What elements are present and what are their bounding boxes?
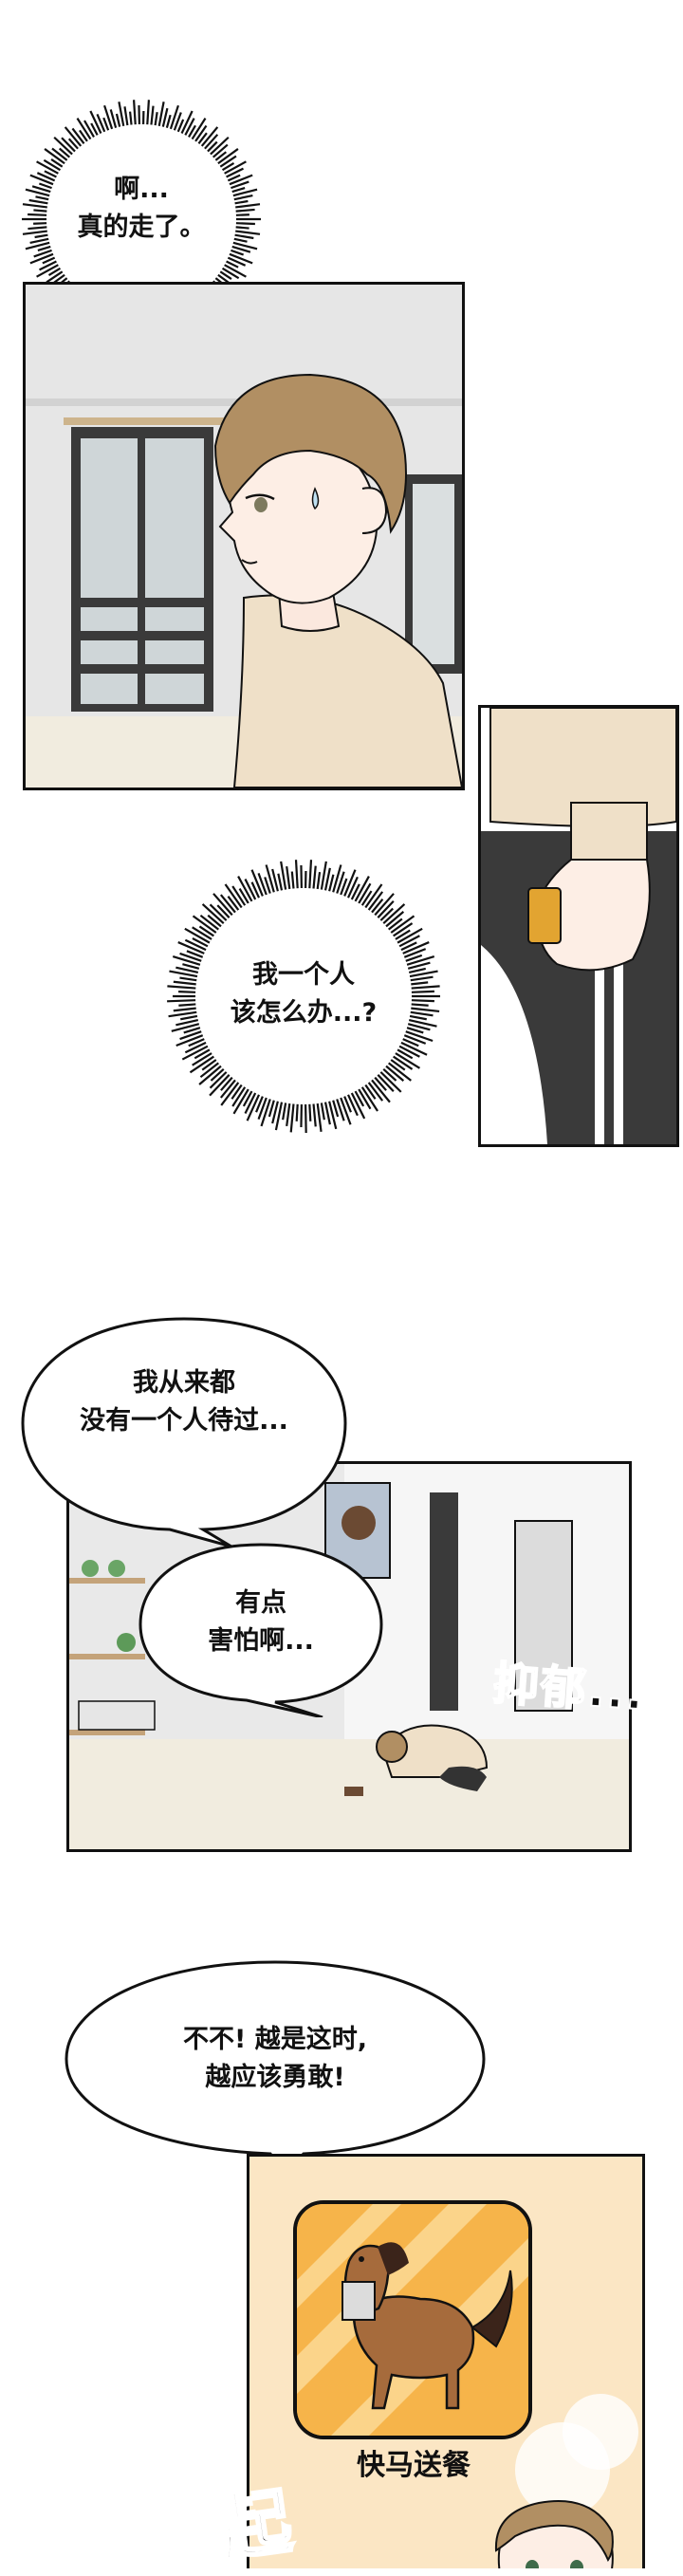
sfx-depressed-label: 抑郁... <box>491 1645 648 1722</box>
spike-line <box>329 875 333 891</box>
hand-phone-illustration <box>481 708 676 1144</box>
spike-line <box>305 1104 306 1133</box>
spike-line <box>286 1103 289 1126</box>
speech-bubble-2: 有点 害怕啊... <box>133 1537 389 1717</box>
spike-line <box>262 1099 270 1126</box>
thought-text-1: 啊... 真的走了。 <box>17 171 266 247</box>
spike-line <box>286 866 289 889</box>
spike-line <box>130 112 131 125</box>
speech-text-3: 不不! 越是这时, 越应该勇敢! <box>57 2021 493 2097</box>
spike-line <box>211 1069 223 1081</box>
spike-line <box>185 940 206 950</box>
spike-line <box>44 160 60 170</box>
spike-line <box>297 1104 298 1121</box>
panel-delivery-app: 快马送餐 <box>247 2154 645 2568</box>
spike-line <box>217 905 229 917</box>
spike-line <box>365 1084 375 1099</box>
thought-text-2: 我一个人 该怎么办...? <box>161 956 446 1032</box>
spike-line <box>147 100 149 124</box>
spike-line <box>134 100 136 124</box>
panel-man-profile <box>23 282 465 790</box>
horse-icon <box>297 2204 528 2436</box>
speech-bubble-1: 我从来都 没有一个人待过... <box>13 1309 355 1547</box>
thought-bubble-2: 我一个人 该怎么办...? <box>161 854 446 1139</box>
speech-text-2: 有点 害怕啊... <box>133 1585 389 1660</box>
spike-line <box>208 916 221 927</box>
spike-line <box>231 1084 241 1099</box>
spike-line <box>296 860 298 888</box>
spike-line <box>380 909 393 921</box>
delivery-app-icon[interactable] <box>293 2200 532 2439</box>
spike-line <box>389 919 402 930</box>
spike-line <box>84 120 94 137</box>
spike-line <box>278 874 282 891</box>
spike-line <box>185 1043 206 1052</box>
app-icon-caption: 快马送餐 <box>305 2441 523 2483</box>
spike-line <box>163 108 168 126</box>
spike-line <box>309 860 311 888</box>
speech-bubble-3: 不不! 越是这时, 越应该勇敢! <box>57 1955 493 2173</box>
spike-line <box>318 872 320 889</box>
panel-hand-phone <box>478 705 679 1147</box>
spike-line <box>318 1103 322 1132</box>
spike-line <box>117 114 120 127</box>
spike-line <box>231 250 243 255</box>
spike-line <box>348 1095 358 1116</box>
spike-line <box>46 271 63 282</box>
spike-line <box>309 1104 310 1121</box>
spike-line <box>199 926 213 936</box>
spike-line <box>391 1060 405 1070</box>
spike-line <box>221 1078 232 1091</box>
spike-line <box>40 261 57 269</box>
man-face-peek <box>487 2493 619 2568</box>
spike-line <box>383 1069 396 1081</box>
spike-line <box>195 125 206 140</box>
spike-line <box>151 106 153 125</box>
spike-line <box>372 899 382 913</box>
spike-line <box>283 1103 286 1120</box>
spike-line <box>292 872 294 889</box>
spike-line <box>38 247 50 250</box>
spike-line <box>103 118 108 130</box>
spike-line <box>375 1078 386 1091</box>
spike-line <box>291 1104 294 1133</box>
spike-line <box>202 1060 216 1070</box>
spike-line <box>124 106 127 125</box>
spike-line <box>167 115 171 127</box>
spike-line <box>406 1031 433 1041</box>
spike-line <box>314 1104 316 1127</box>
spike-line <box>322 1103 324 1120</box>
spike-line <box>30 254 53 264</box>
spike-line <box>223 269 239 278</box>
speech-text-1: 我从来都 没有一个人待过... <box>13 1364 355 1440</box>
man-profile-illustration <box>26 285 462 788</box>
spike-line <box>230 254 252 264</box>
spike-line <box>348 877 358 898</box>
spike-line <box>228 897 238 910</box>
spike-line <box>156 112 157 125</box>
sfx-get-up-label: 起 <box>212 2462 300 2576</box>
spike-line <box>314 866 316 889</box>
spike-line <box>220 157 236 167</box>
